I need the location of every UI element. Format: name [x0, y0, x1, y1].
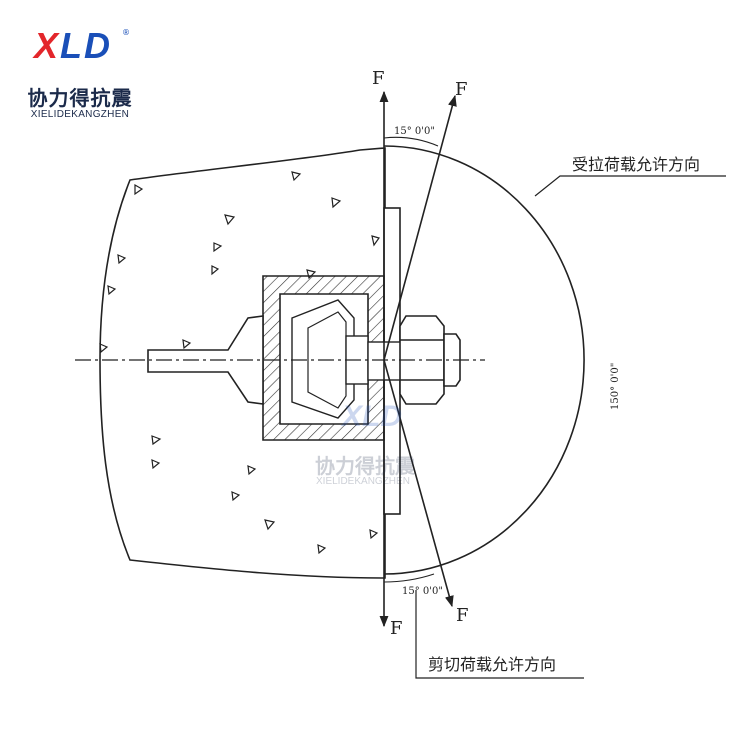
logo-mark-x: X — [34, 25, 61, 66]
watermark-chinese-name: 协力得抗震 — [315, 454, 415, 478]
logo-chinese-name: 协力得抗震 — [27, 86, 133, 110]
angle-label-top: 15° 0'0" — [394, 126, 435, 137]
concrete-aggregate — [99, 171, 380, 555]
force-label-top-angle: F — [455, 79, 468, 100]
registered-icon: ® — [122, 28, 130, 37]
force-arrow-upper-angle — [383, 94, 457, 361]
angle-label-arc: 150° 0'0" — [610, 363, 621, 410]
allowable-arc — [383, 145, 585, 575]
tension-direction-note: 受拉荷载允许方向 — [572, 155, 700, 174]
watermark-mark: XLD — [342, 400, 402, 433]
logo-mark-rest: LD — [60, 25, 113, 66]
angle-arc-top — [383, 136, 439, 147]
shear-leader — [415, 590, 584, 679]
anchor-housing — [262, 275, 385, 441]
shear-direction-note: 剪切荷载允许方向 — [428, 655, 556, 674]
angle-label-bottom: 15° 0'0" — [402, 586, 443, 597]
force-label-top: F — [372, 68, 385, 89]
angle-arc-bottom — [383, 573, 435, 583]
force-label-bottom-angle: F — [456, 605, 469, 626]
tension-leader — [534, 175, 726, 197]
logo-mark: XLD — [34, 28, 112, 64]
watermark-pinyin-name: XIELIDEKANGZHEN — [316, 476, 410, 487]
force-arrow-lower-angle — [383, 359, 454, 608]
logo-pinyin-name: XIELIDEKANGZHEN — [30, 109, 130, 120]
brand-logo: XLD ® 协力得抗震 XIELIDEKANGZHEN — [20, 20, 140, 130]
force-label-bottom: F — [390, 618, 403, 639]
